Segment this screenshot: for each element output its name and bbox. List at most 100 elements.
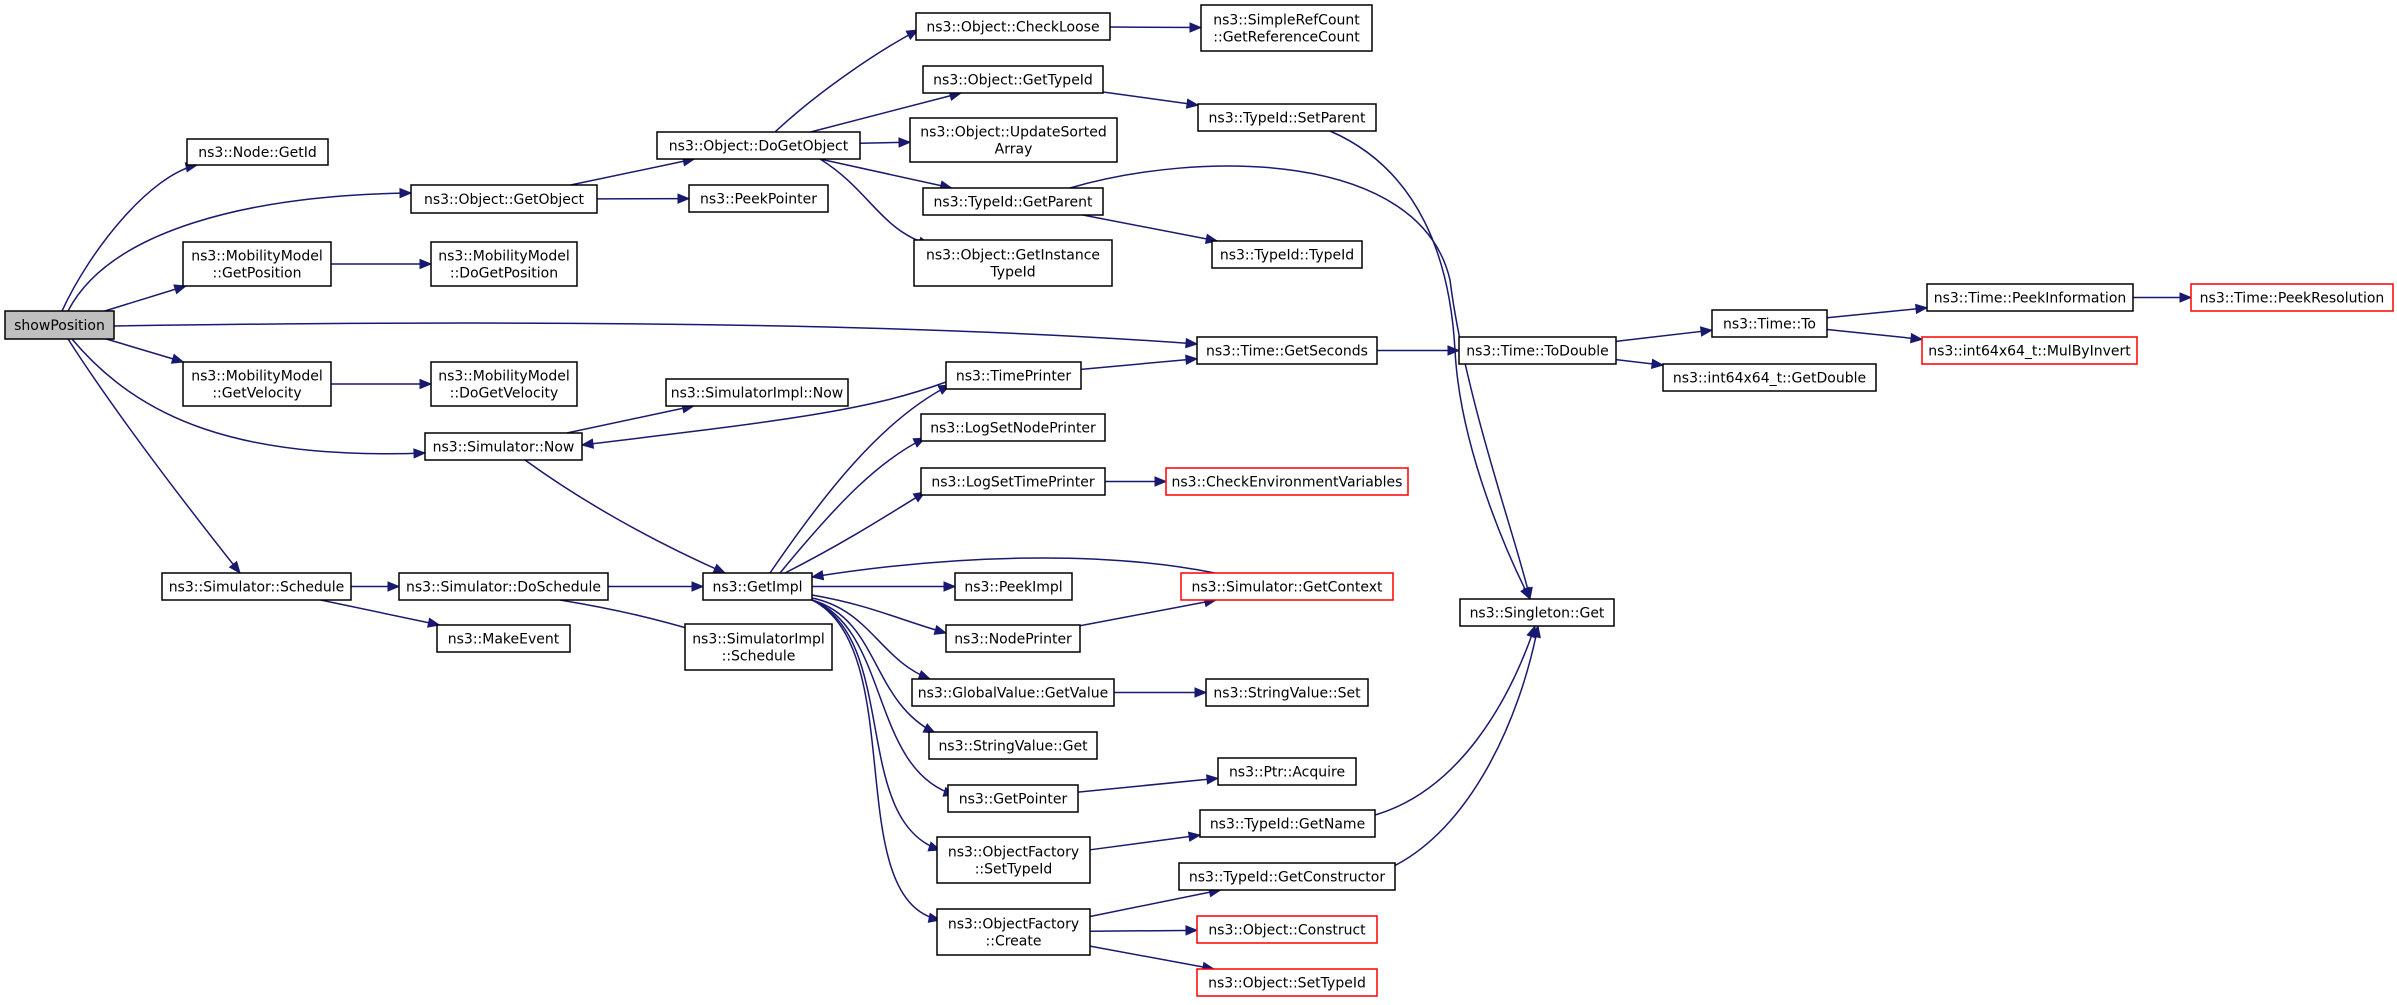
call-edge-Object_GetObject-to-Object_DoGetObject [570,156,696,186]
function-node-objectfactory-settypeid[interactable]: ns3::ObjectFactory::SetTypeId [936,836,1091,884]
function-node-peekimpl[interactable]: ns3::PeekImpl [954,572,1073,601]
call-edge-Time_GetSeconds-to-Time_ToDouble [1377,345,1461,356]
node-label: ns3::CheckEnvironmentVariables [1172,475,1403,491]
function-node-typeid-getconstructor[interactable]: ns3::TypeId::GetConstructor [1178,862,1396,891]
arrowhead-icon [1206,774,1220,785]
arrowhead-icon [1447,345,1461,356]
function-node-stringvalue-get[interactable]: ns3::StringValue::Get [928,731,1098,760]
call-edge-Object_GetObject-to-PeekPointer [596,193,691,204]
function-node-typeid-typeid[interactable]: ns3::TypeId::TypeId [1211,240,1363,269]
call-edge-TypeId_GetParent-to-Singleton_Get [1069,165,1533,601]
function-node-simplerefcount-getreferencecount[interactable]: ns3::SimpleRefCount::GetReferenceCount [1200,4,1373,52]
node-box [1711,309,1828,338]
node-box [909,117,1118,163]
function-node-simulatorimpl-schedule[interactable]: ns3::SimulatorImpl::Schedule [684,623,833,671]
node-label: ns3::Object::Construct [1208,923,1366,939]
node-label: ns3::NodePrinter [954,632,1072,648]
function-node-node-getid[interactable]: ns3::Node::GetId [186,138,329,166]
arrowhead-icon [1185,925,1199,936]
call-edge-Object_DoGetObject-to-TypeId_GetParent [819,158,953,191]
node-label: showPosition [14,318,105,334]
call-edges [61,22,2193,973]
node-box [182,241,332,287]
node-label: ns3::Time::PeekResolution [2200,291,2385,307]
call-edge-ObjectFactory_SetTypeId-to-TypeId_GetName [1089,831,1202,851]
function-node-ptr-acquire[interactable]: ns3::Ptr::Acquire [1217,757,1357,786]
function-node-makeevent[interactable]: ns3::MakeEvent [436,624,571,653]
call-edge-Simulator_Schedule-to-MakeEvent [320,599,441,628]
function-node-simulator-now[interactable]: ns3::Simulator::Now [424,432,583,461]
function-node-checkenvironmentvariables[interactable]: ns3::CheckEnvironmentVariables [1165,467,1409,496]
node-label: ns3::Time::To [1723,317,1816,333]
function-node-simulator-getcontext[interactable]: ns3::Simulator::GetContext [1180,572,1394,601]
function-node-logsettimeprinter[interactable]: ns3::LogSetTimePrinter [920,467,1106,496]
function-node-time-peekresolution[interactable]: ns3::Time::PeekResolution [2190,283,2394,312]
node-label: ns3::TypeId::GetConstructor [1189,870,1385,886]
arrowhead-icon [1530,624,1541,639]
arrowhead-icon [691,581,705,592]
function-node-simulator-doschedule[interactable]: ns3::Simulator::DoSchedule [398,572,609,601]
function-node-object-getobject[interactable]: ns3::Object::GetObject [410,184,598,214]
node-label: ns3::TypeId::SetParent [1209,111,1366,127]
function-node-simulator-schedule[interactable]: ns3::Simulator::Schedule [161,572,352,601]
call-edge-GlobalValue_GetValue-to-StringValue_Set [1114,687,1208,698]
function-node-object-checkloose[interactable]: ns3::Object::CheckLoose [915,12,1111,41]
arrowhead-icon [170,353,185,364]
function-node-nodeprinter[interactable]: ns3::NodePrinter [945,624,1081,653]
node-label: ns3::Object::UpdateSorted [920,125,1106,141]
call-edge-TypeId_SetParent-to-Singleton_Get [1329,130,1531,601]
function-node-int64x64-getdouble[interactable]: ns3::int64x64_t::GetDouble [1662,363,1877,392]
function-node-objectfactory-create[interactable]: ns3::ObjectFactory::Create [936,908,1091,956]
function-node-globalvalue-getvalue[interactable]: ns3::GlobalValue::GetValue [911,678,1115,707]
function-node-object-construct[interactable]: ns3::Object::Construct [1196,915,1378,944]
call-edge-TypeId_GetName-to-Singleton_Get [1374,624,1537,816]
function-node-getpointer[interactable]: ns3::GetPointer [947,784,1079,813]
function-node-simulatorimpl-now[interactable]: ns3::SimulatorImpl::Now [665,378,849,407]
node-box [945,361,1082,390]
function-node-typeid-setparent[interactable]: ns3::TypeId::SetParent [1197,103,1377,132]
function-node-singleton-get[interactable]: ns3::Singleton::Get [1459,598,1615,627]
function-node-mobilitymodel-getvelocity[interactable]: ns3::MobilityModel::GetVelocity [182,361,332,407]
function-node-object-dogetobject[interactable]: ns3::Object::DoGetObject [656,131,861,160]
node-label: Array [995,142,1033,158]
node-box [936,908,1091,956]
arrowhead-icon [905,29,920,40]
call-edge-TimePrinter-to-Simulator_Now [580,381,947,449]
arrowhead-icon [173,284,188,295]
node-label: ns3::TypeId::GetName [1210,817,1365,833]
node-box [922,65,1104,94]
function-node-time-to[interactable]: ns3::Time::To [1711,309,1828,338]
function-node-logsetnodeprinter[interactable]: ns3::LogSetNodePrinter [920,413,1106,442]
function-node-mobilitymodel-dogetposition[interactable]: ns3::MobilityModel::DoGetPosition [430,241,578,287]
node-label: ::GetReferenceCount [1213,30,1360,46]
function-node-getimpl[interactable]: ns3::GetImpl [702,572,813,601]
node-label: ns3::Time::GetSeconds [1206,344,1368,360]
node-box [913,239,1113,287]
function-node-mobilitymodel-dogetvelocity[interactable]: ns3::MobilityModel::DoGetVelocity [430,361,578,407]
function-node-peekpointer[interactable]: ns3::PeekPointer [688,184,829,213]
function-node-time-peekinformation[interactable]: ns3::Time::PeekInformation [1926,283,2134,312]
function-node-stringvalue-set[interactable]: ns3::StringValue::Set [1205,678,1369,707]
arrowhead-icon [1187,831,1202,842]
node-box [1197,103,1377,132]
function-node-showposition[interactable]: showPosition [4,310,115,340]
function-node-object-settypeid[interactable]: ns3::Object::SetTypeId [1196,968,1378,997]
function-node-int64x64-mulbyinvert[interactable]: ns3::int64x64_t::MulByInvert [1921,336,2138,365]
function-node-typeid-getparent[interactable]: ns3::TypeId::GetParent [922,187,1104,216]
function-node-timeprinter[interactable]: ns3::TimePrinter [945,361,1082,390]
arrowhead-icon [1520,586,1531,601]
call-edge-GetImpl-to-LogSetTimePrinter [784,491,927,574]
node-label: ns3::Object::DoGetObject [669,139,849,155]
node-box [945,624,1081,653]
function-node-mobilitymodel-getposition[interactable]: ns3::MobilityModel::GetPosition [182,241,332,287]
node-label: ::Schedule [722,649,796,665]
node-box [1200,4,1373,52]
function-node-time-getseconds[interactable]: ns3::Time::GetSeconds [1196,336,1378,365]
node-label: ns3::Singleton::Get [1470,606,1605,622]
function-node-time-todouble[interactable]: ns3::Time::ToDouble [1458,336,1617,365]
function-node-object-gettypeid[interactable]: ns3::Object::GetTypeId [922,65,1104,94]
function-node-typeid-getname[interactable]: ns3::TypeId::GetName [1199,809,1376,838]
